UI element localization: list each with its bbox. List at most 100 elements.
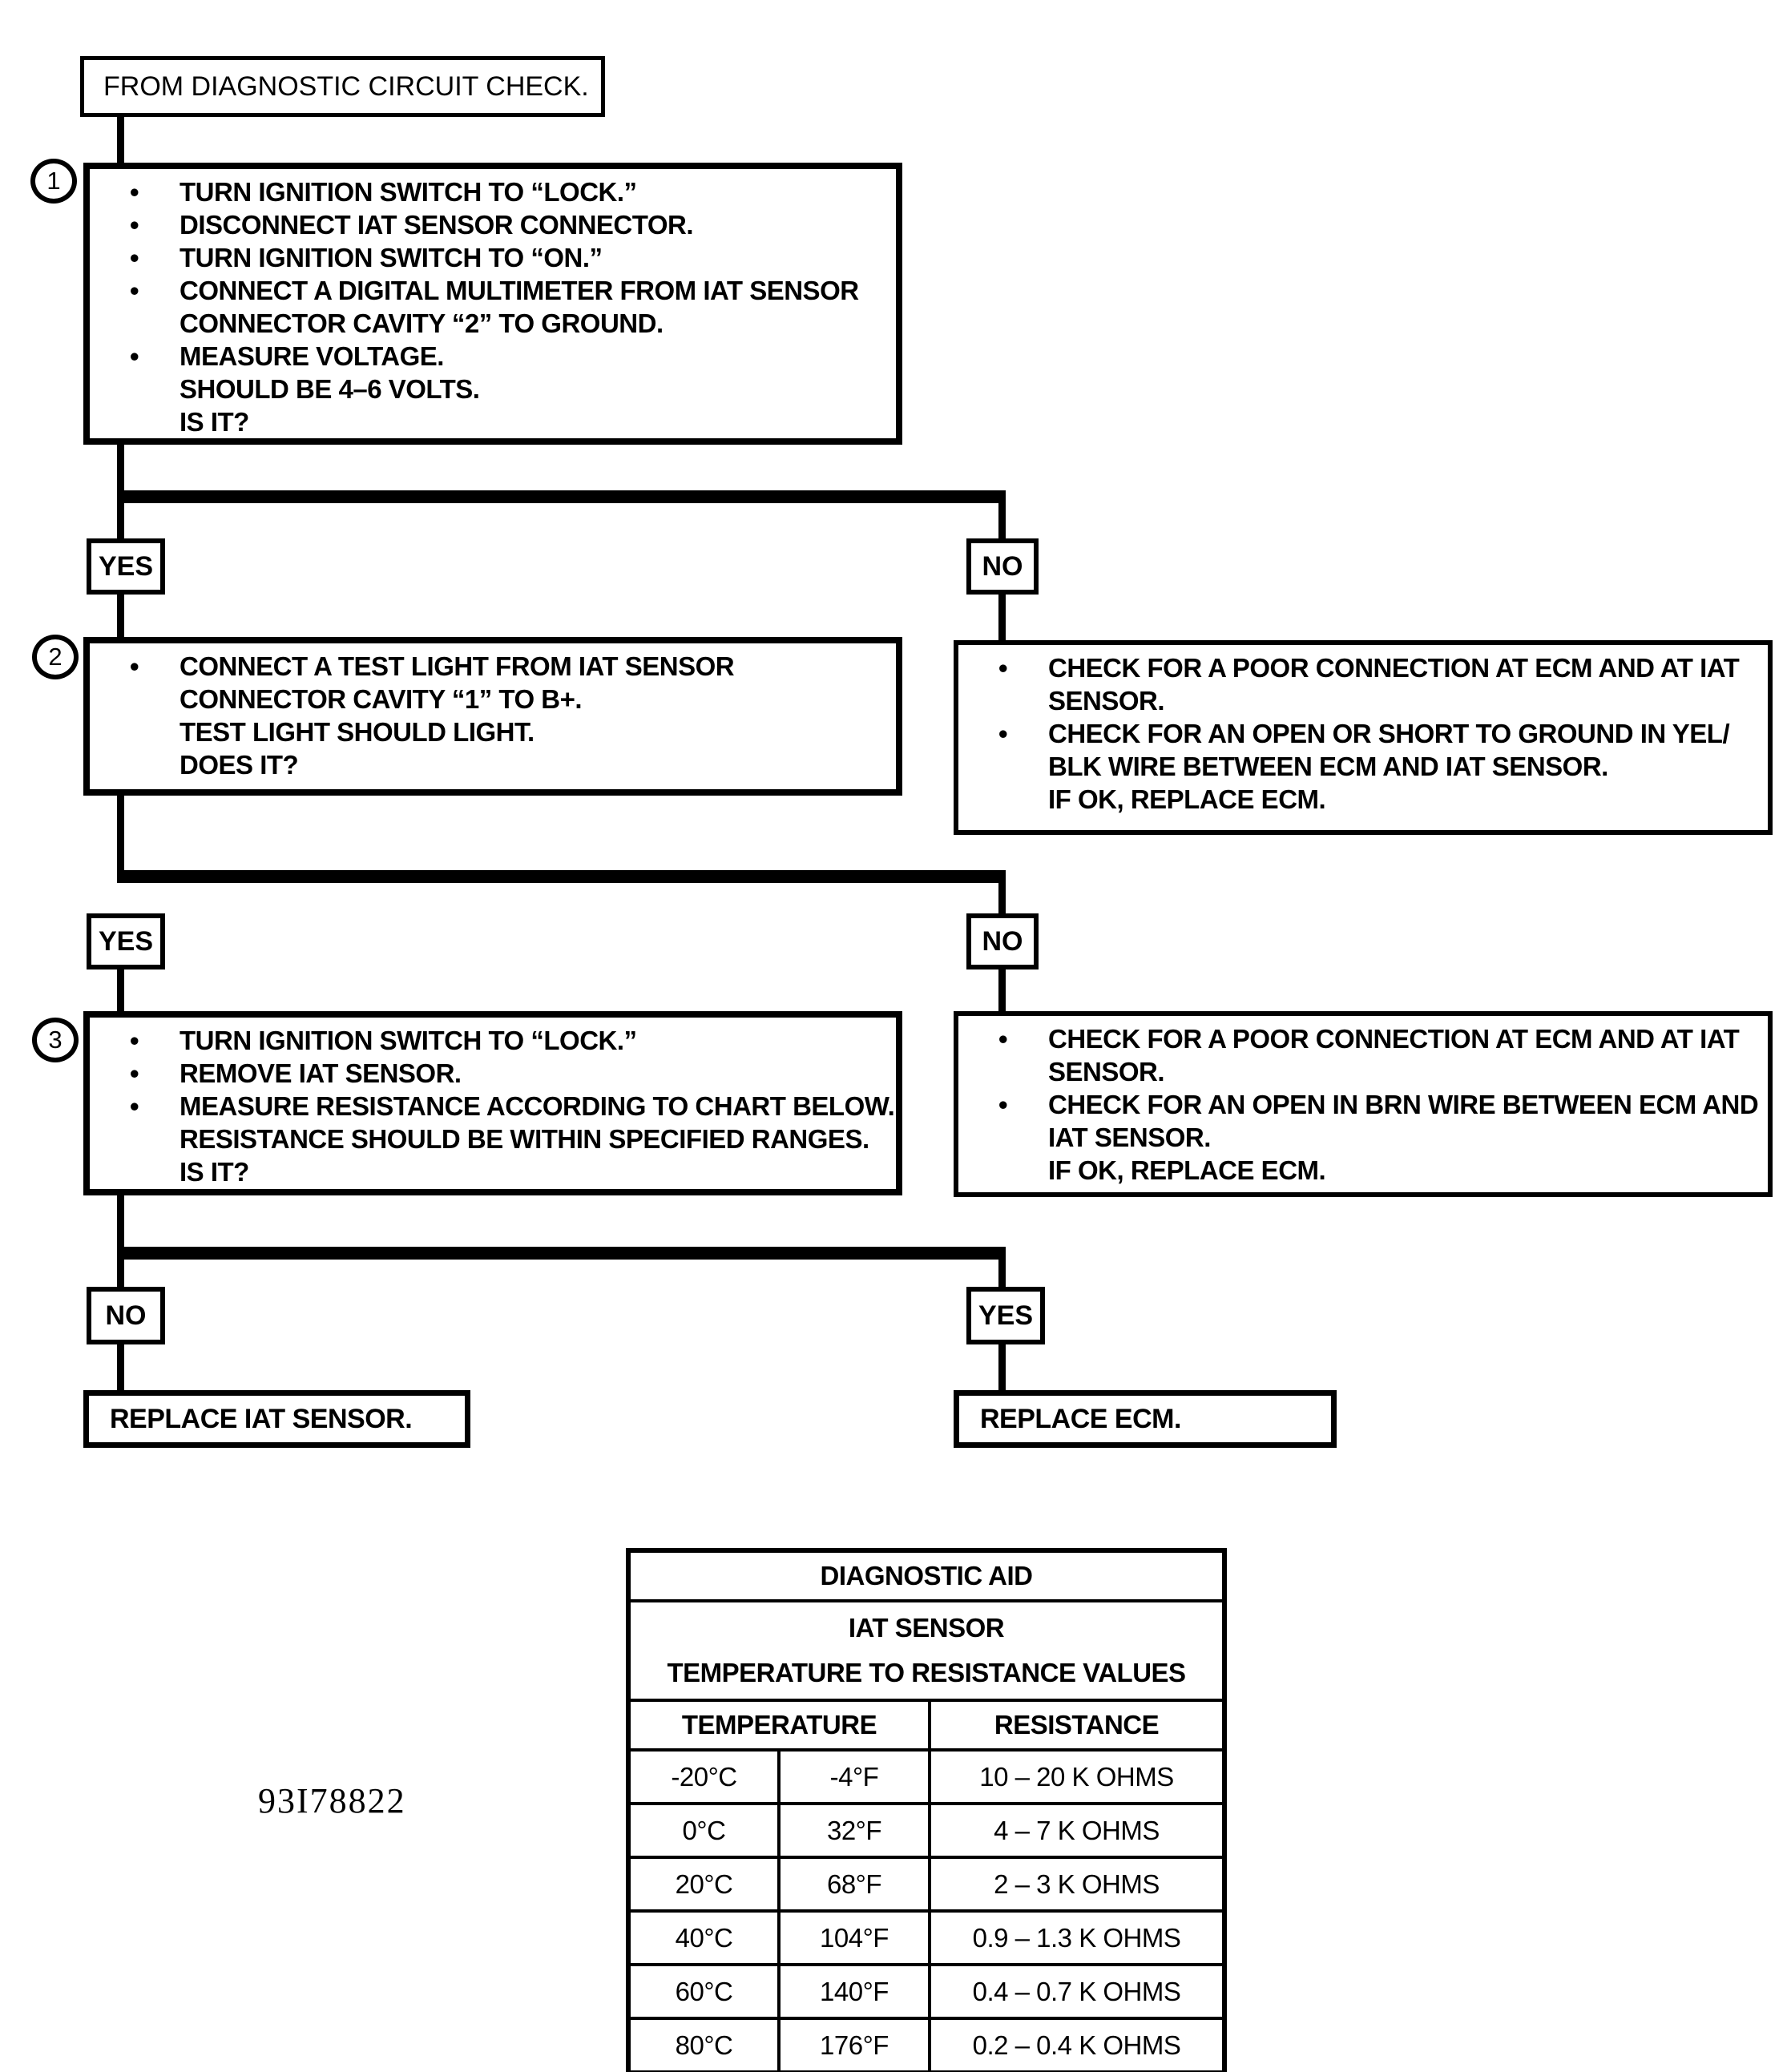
connector-yes3-to-replace-ecm [998, 1344, 1006, 1390]
branch3-yes-label: YES [978, 1300, 1034, 1331]
line-text: TURN IGNITION SWITCH TO “LOCK.” [180, 177, 637, 207]
cell-resistance: 0.9 – 1.3 K OHMS [928, 1909, 1226, 1966]
list-item: • CHECK FOR A POOR CONNECTION AT ECM AND… [958, 1022, 1768, 1055]
bullet-glyph: • [130, 276, 139, 305]
bullet-glyph: • [130, 1058, 139, 1088]
line-text: CHECK FOR A POOR CONNECTION AT ECM AND A… [1048, 653, 1740, 683]
line-text: SENSOR. [1048, 686, 1165, 716]
line-text: TURN IGNITION SWITCH TO “ON.” [180, 243, 603, 272]
branch1-yes-label: YES [98, 550, 154, 582]
bullet-glyph [958, 684, 1048, 717]
bullet-glyph [90, 1123, 180, 1155]
branch3-bar [117, 1247, 1006, 1260]
line-text: CHECK FOR AN OPEN IN BRN WIRE BETWEEN EC… [1048, 1090, 1759, 1119]
list-item: • DISCONNECT IAT SENSOR CONNECTOR. [90, 208, 896, 241]
branch1-yes-tag: YES [87, 538, 165, 595]
list-item: • MEASURE RESISTANCE ACCORDING TO CHART … [90, 1090, 896, 1123]
table-title: DIAGNOSTIC AID [627, 1549, 1226, 1602]
list-item: • CONNECT A DIGITAL MULTIMETER FROM IAT … [90, 274, 896, 307]
step3-box: • TURN IGNITION SWITCH TO “LOCK.” • REMO… [83, 1011, 902, 1195]
line-text: CHECK FOR A POOR CONNECTION AT ECM AND A… [1048, 1024, 1740, 1054]
bullet-glyph [90, 716, 180, 748]
branch3-no-label: NO [105, 1300, 147, 1331]
branch2-no-drop [998, 870, 1006, 913]
replace-ecm-label: REPLACE ECM. [980, 1403, 1181, 1434]
connector-no1-to-action1 [998, 595, 1006, 640]
cell-fahrenheit: 32°F [777, 1802, 931, 1859]
diagnostic-aid-table: DIAGNOSTIC AID IAT SENSOR TEMPERATURE TO… [626, 1548, 1227, 2072]
replace-ecm-box: REPLACE ECM. [954, 1390, 1337, 1448]
connector-step3-down [117, 1195, 124, 1287]
bullet-glyph [90, 748, 180, 781]
step1-number: 1 [46, 167, 61, 195]
cell-celsius: 60°C [627, 1963, 781, 2020]
line-text: CONNECT A TEST LIGHT FROM IAT SENSOR [180, 651, 735, 681]
column-header-temperature: TEMPERATURE [627, 1699, 931, 1752]
table-subtitle-cell: IAT SENSOR TEMPERATURE TO RESISTANCE VAL… [627, 1599, 1226, 1702]
step3-lines: • TURN IGNITION SWITCH TO “LOCK.” • REMO… [90, 1018, 896, 1188]
connector-yes1-to-step2 [117, 595, 124, 637]
cell-resistance: 0.4 – 0.7 K OHMS [928, 1963, 1226, 2020]
line-text: RESISTANCE SHOULD BE WITHIN SPECIFIED RA… [180, 1124, 869, 1154]
list-item: • CHECK FOR AN OPEN OR SHORT TO GROUND I… [958, 717, 1768, 750]
cell-fahrenheit: 140°F [777, 1963, 931, 2020]
bullet-glyph: • [130, 1026, 139, 1055]
cell-celsius: 80°C [627, 2017, 781, 2072]
branch3-yes-drop [998, 1247, 1006, 1287]
cell-celsius: 40°C [627, 1909, 781, 1966]
line-text: MEASURE VOLTAGE. [180, 341, 444, 371]
cell-celsius: 0°C [627, 1802, 781, 1859]
branch2-no-label: NO [982, 925, 1023, 957]
bullet-glyph [958, 1055, 1048, 1088]
branch2-yes-tag: YES [87, 913, 165, 969]
list-item: SHOULD BE 4–6 VOLTS. [90, 373, 896, 405]
table-row: -20°C -4°F 10 – 20 K OHMS [627, 1748, 1226, 1805]
cell-resistance: 2 – 3 K OHMS [928, 1856, 1226, 1913]
no1-action-box: • CHECK FOR A POOR CONNECTION AT ECM AND… [954, 640, 1773, 835]
figure-number: 93I78822 [258, 1781, 406, 1820]
bullet-glyph: • [998, 653, 1008, 683]
step1-box: • TURN IGNITION SWITCH TO “LOCK.” • DISC… [83, 163, 902, 445]
cell-celsius: 20°C [627, 1856, 781, 1913]
step3-number-circle: 3 [32, 1018, 79, 1062]
no2-action-box: • CHECK FOR A POOR CONNECTION AT ECM AND… [954, 1011, 1773, 1197]
list-item: DOES IT? [90, 748, 896, 781]
branch1-no-tag: NO [966, 538, 1039, 595]
table-row: 40°C 104°F 0.9 – 1.3 K OHMS [627, 1909, 1226, 1966]
bullet-glyph: • [998, 719, 1008, 748]
list-item: • MEASURE VOLTAGE. [90, 340, 896, 373]
list-item: BLK WIRE BETWEEN ECM AND IAT SENSOR. [958, 750, 1768, 783]
branch1-no-drop [998, 490, 1006, 538]
bullet-glyph [958, 1154, 1048, 1187]
replace-iat-label: REPLACE IAT SENSOR. [110, 1403, 413, 1434]
step2-number-circle: 2 [32, 635, 79, 679]
table-row: 80°C 176°F 0.2 – 0.4 K OHMS [627, 2017, 1226, 2072]
bullet-glyph [90, 1155, 180, 1188]
connector-start-to-step1 [117, 117, 124, 164]
line-text: REMOVE IAT SENSOR. [180, 1058, 462, 1088]
column-header-resistance: RESISTANCE [928, 1699, 1226, 1752]
connector-no2-to-action2 [998, 969, 1006, 1011]
bullet-glyph: • [998, 1090, 1008, 1119]
bullet-glyph [90, 307, 180, 340]
branch2-no-tag: NO [966, 913, 1039, 969]
step2-box: • CONNECT A TEST LIGHT FROM IAT SENSOR C… [83, 637, 902, 796]
table-subtitle-line1: IAT SENSOR [848, 1613, 1005, 1643]
line-text: DOES IT? [180, 750, 299, 780]
line-text: BLK WIRE BETWEEN ECM AND IAT SENSOR. [1048, 752, 1608, 781]
list-item: • CHECK FOR AN OPEN IN BRN WIRE BETWEEN … [958, 1088, 1768, 1121]
cell-fahrenheit: -4°F [777, 1748, 931, 1805]
cell-resistance: 10 – 20 K OHMS [928, 1748, 1226, 1805]
line-text: DISCONNECT IAT SENSOR CONNECTOR. [180, 210, 694, 240]
connector-step2-down [117, 796, 124, 870]
cell-celsius: -20°C [627, 1748, 781, 1805]
line-text: IS IT? [180, 407, 249, 437]
table-title-row: DIAGNOSTIC AID [627, 1549, 1226, 1602]
line-text: SENSOR. [1048, 1057, 1165, 1086]
table-header-row: TEMPERATURE RESISTANCE [627, 1699, 1226, 1752]
list-item: TEST LIGHT SHOULD LIGHT. [90, 716, 896, 748]
list-item: • TURN IGNITION SWITCH TO “ON.” [90, 241, 896, 274]
line-text: IAT SENSOR. [1048, 1123, 1211, 1152]
list-item: IS IT? [90, 1155, 896, 1188]
